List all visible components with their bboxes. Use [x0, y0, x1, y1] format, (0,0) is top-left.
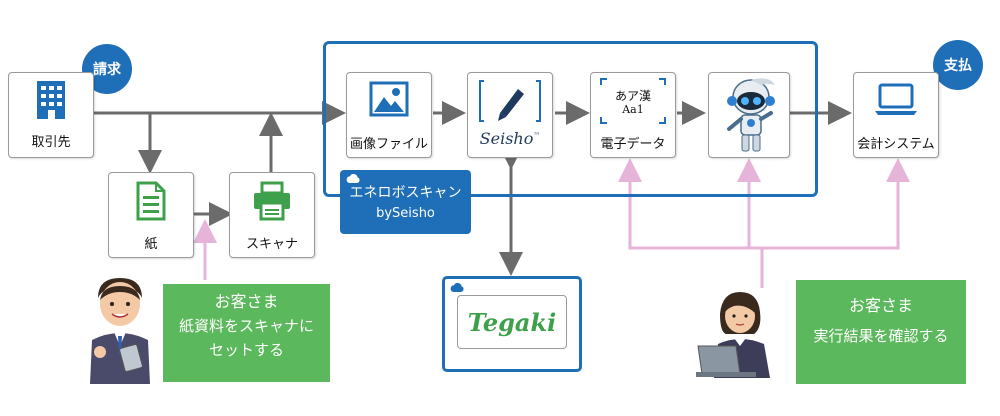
cloud-icon	[346, 173, 360, 183]
payment-bubble: 支払	[933, 40, 983, 90]
e-data-label: 電子データ	[600, 137, 666, 152]
e-data-node: あア漢 Aa1 電子データ	[590, 72, 676, 158]
cloud-icon	[450, 282, 464, 292]
building-icon	[37, 81, 65, 119]
seisho-logo: Seisho™	[479, 129, 541, 148]
businessman-illustration	[90, 278, 150, 384]
customer-check-note: お客さま 実行結果を確認する	[796, 280, 966, 384]
woman-laptop-illustration	[696, 292, 770, 378]
tegaki-card: Tegaki	[457, 295, 567, 349]
pen-icon	[498, 89, 524, 121]
ocr-sample-2: Aa1	[622, 103, 644, 116]
service-name: エネロボスキャン	[349, 185, 462, 201]
tegaki-logo: Tegaki	[467, 307, 557, 337]
image-file-node: 画像ファイル	[346, 72, 432, 158]
customer-scan-note: お客さま 紙資料をスキャナに セットする	[163, 284, 330, 382]
accounting-node: 会計システム	[853, 72, 939, 158]
paper-node: 紙	[108, 172, 194, 258]
printer-icon	[254, 181, 290, 221]
image-icon	[369, 81, 409, 117]
seisho-node: Seisho™	[467, 72, 553, 158]
invoice-bubble: 請求	[82, 44, 132, 94]
tegaki-frame: Tegaki	[442, 276, 582, 372]
client-label: 取引先	[31, 135, 71, 150]
seisho-bracket-icon	[479, 80, 541, 122]
image-file-label: 画像ファイル	[349, 137, 428, 152]
service-frame	[323, 41, 818, 197]
pink-check-bus	[628, 170, 900, 250]
scanner-label: スキャナ	[245, 237, 298, 252]
robot-node	[708, 72, 790, 158]
ocr-sample-1: あア漢	[614, 89, 651, 103]
accounting-label: 会計システム	[857, 137, 935, 152]
laptop-icon	[875, 83, 917, 115]
paper-label: 紙	[144, 237, 158, 252]
customer-scan-title: お客さま	[214, 292, 279, 311]
customer-check-title: お客さま	[848, 296, 913, 315]
robot-icon	[727, 78, 775, 152]
customer-scan-line1: 紙資料をスキャナに	[178, 317, 314, 335]
document-icon	[136, 181, 166, 221]
scanner-node: スキャナ	[229, 172, 315, 258]
ocr-frame-icon	[600, 78, 666, 124]
customer-scan-line2: セットする	[208, 341, 284, 359]
service-by: bySeisho	[376, 206, 435, 221]
service-label: エネロボスキャン bySeisho	[340, 170, 471, 234]
customer-check-line1: 実行結果を確認する	[813, 327, 949, 345]
client-node: 取引先	[8, 72, 94, 158]
